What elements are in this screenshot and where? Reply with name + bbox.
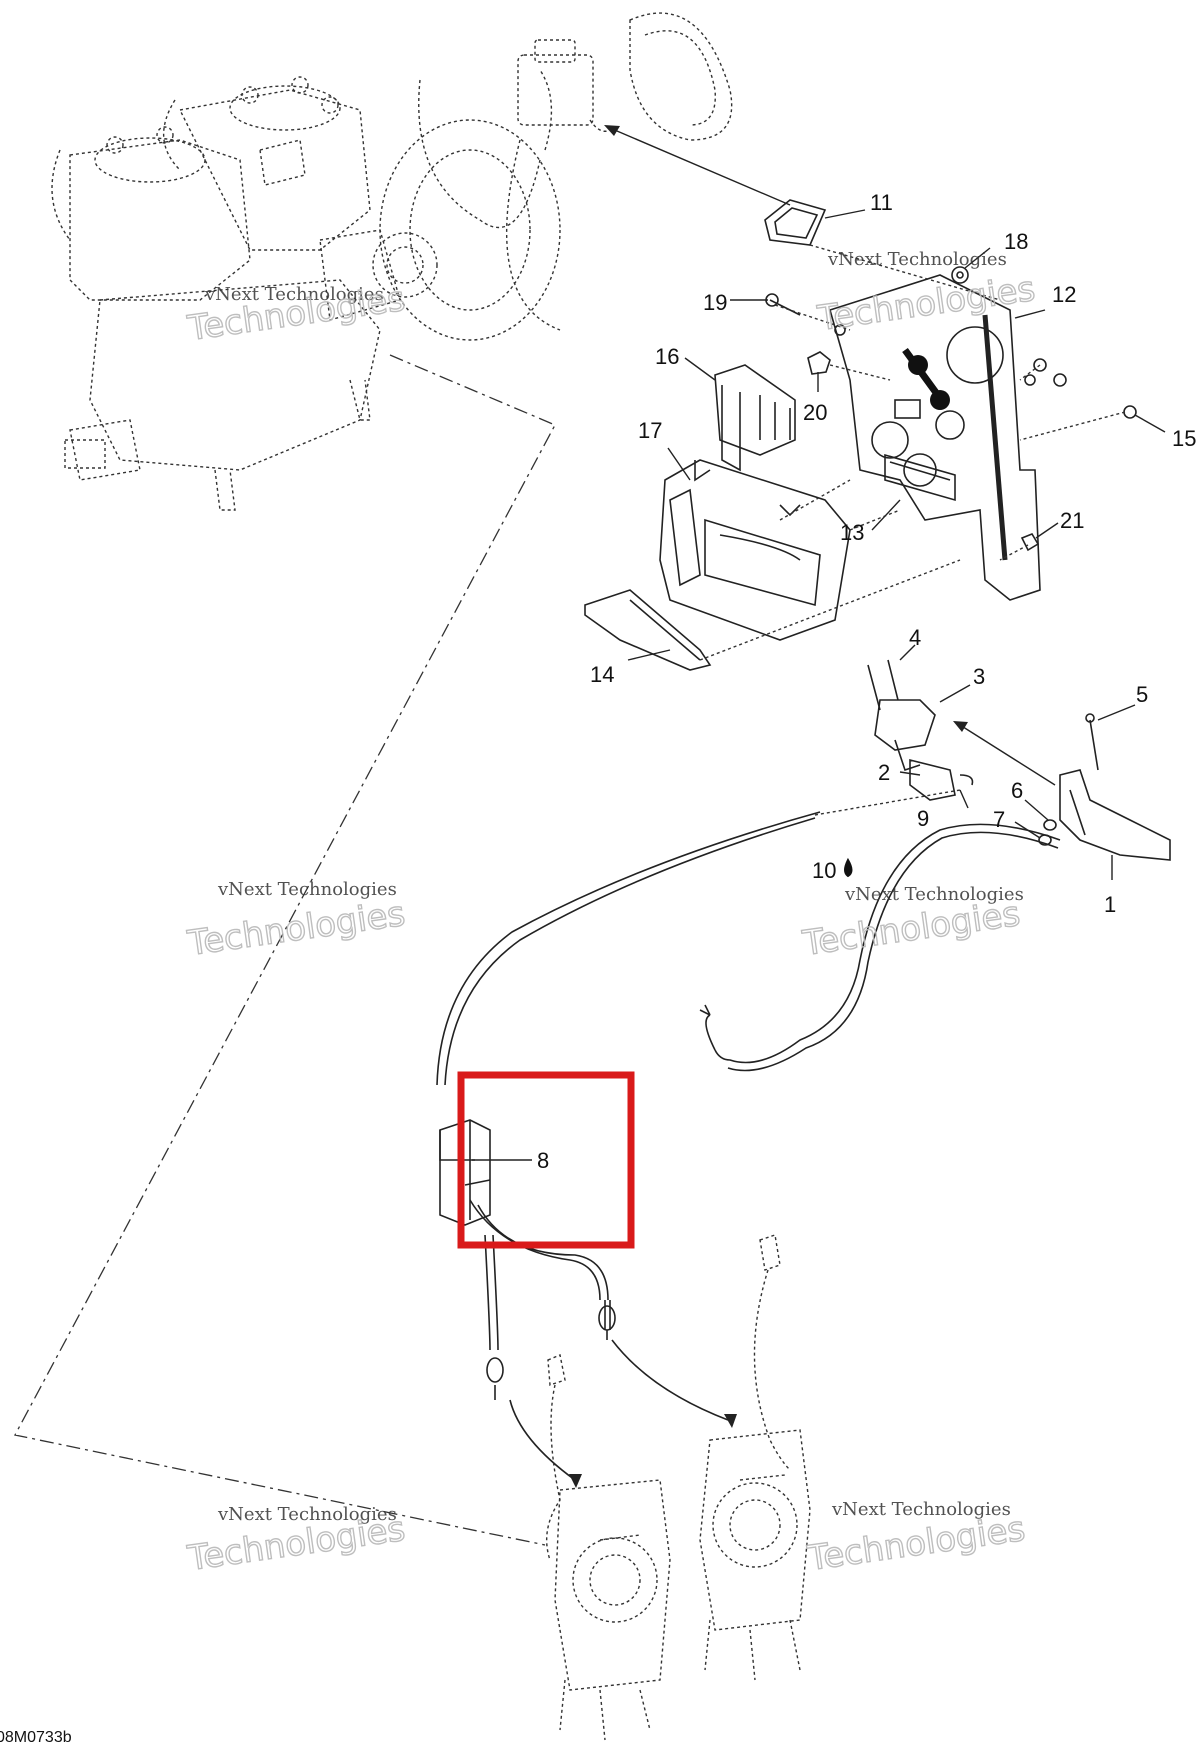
throttle-lever-group xyxy=(814,659,1171,861)
callout-16[interactable]: 16 xyxy=(655,344,679,369)
callout-6[interactable]: 6 xyxy=(1011,778,1023,803)
callout-17[interactable]: 17 xyxy=(638,418,662,443)
cable-routing xyxy=(436,811,1061,1488)
leader-lines xyxy=(627,209,1166,880)
callout-21[interactable]: 21 xyxy=(1060,508,1084,533)
drawing-code: 08M0733b xyxy=(0,1729,72,1745)
callout-5[interactable]: 5 xyxy=(1136,682,1148,707)
callout-10[interactable]: 10 xyxy=(812,858,836,883)
part-8[interactable] xyxy=(439,1119,532,1226)
callout-7[interactable]: 7 xyxy=(993,807,1005,832)
watermark-text: vNext Technologies xyxy=(217,1504,397,1525)
callout-4[interactable]: 4 xyxy=(909,625,921,650)
watermark-text: vNext Technologies xyxy=(844,884,1024,905)
watermarks: vNext Technologies Technologies vNext Te… xyxy=(184,249,1038,1580)
callout-8[interactable]: 8 xyxy=(537,1148,549,1173)
callout-12[interactable]: 12 xyxy=(1052,282,1076,307)
oil-drop-icon xyxy=(844,857,853,878)
arrow-to-housing xyxy=(604,125,791,206)
callout-11[interactable]: 11 xyxy=(870,190,893,215)
watermark-text: vNext Technologies xyxy=(217,879,397,900)
watermark-text: vNext Technologies xyxy=(831,1499,1011,1520)
callout-14[interactable]: 14 xyxy=(590,662,614,687)
callout-15[interactable]: 15 xyxy=(1172,426,1196,451)
callout-2[interactable]: 2 xyxy=(878,760,890,785)
carburetor-right xyxy=(699,1234,811,1681)
callout-1[interactable]: 1 xyxy=(1104,892,1116,917)
callout-18[interactable]: 18 xyxy=(1004,229,1028,254)
callout-labels: 1 2 3 4 5 6 7 8 9 10 11 12 13 14 15 16 1… xyxy=(537,190,1196,1173)
callout-19[interactable]: 19 xyxy=(703,290,727,315)
phantom-boundary xyxy=(14,354,556,1546)
callout-3[interactable]: 3 xyxy=(973,664,985,689)
callout-13[interactable]: 13 xyxy=(840,520,864,545)
ecm-group xyxy=(584,199,1137,671)
watermark-large: Technologies xyxy=(185,894,408,964)
watermark-text: vNext Technologies xyxy=(204,284,384,305)
callout-9[interactable]: 9 xyxy=(917,806,929,831)
engine-assembly xyxy=(51,12,733,511)
callout-20[interactable]: 20 xyxy=(803,400,827,425)
watermark-text: vNext Technologies xyxy=(827,249,1007,270)
carburetor-left xyxy=(545,1354,671,1741)
highlight-box xyxy=(457,1071,635,1249)
